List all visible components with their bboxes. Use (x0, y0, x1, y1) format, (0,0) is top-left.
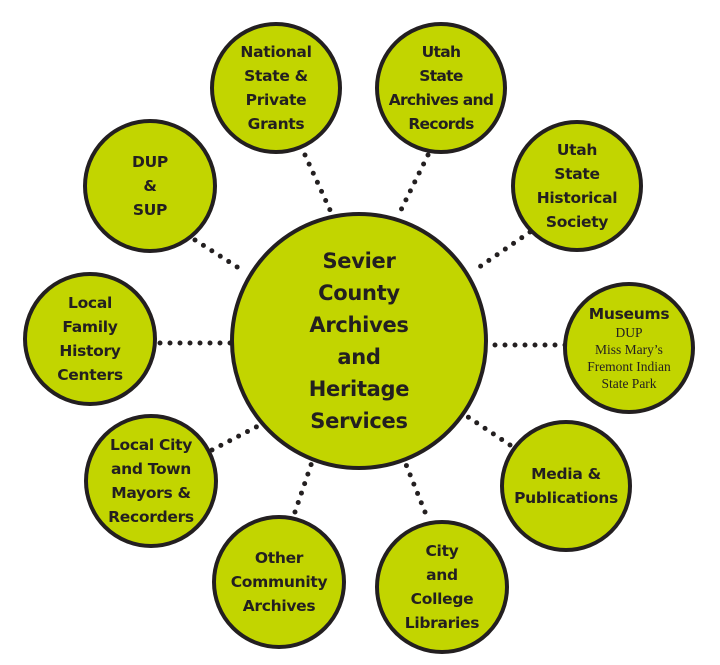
node-mayors: Local City and Town Mayors & Recorders (84, 414, 218, 548)
node-title: Media & Publications (514, 465, 618, 507)
node-title: Museums (588, 305, 670, 323)
node-title: Local Family History Centers (57, 294, 123, 384)
node-libraries: City and College Libraries (375, 520, 509, 654)
node-museums: Museums DUP Miss Mary’s Fremont Indian S… (563, 282, 695, 414)
node-community-archives: Other Community Archives (212, 515, 346, 649)
node-title: Utah State Archives and Records (388, 43, 494, 133)
center-node-sevier-county-archives: Sevier County Archives and Heritage Serv… (230, 212, 488, 470)
node-grants: National State & Private Grants (210, 22, 342, 154)
node-title: Utah State Historical Society (536, 141, 618, 231)
center-node-title: Sevier County Archives and Heritage Serv… (308, 249, 410, 433)
node-subtitle: DUP Miss Mary’s Fremont Indian State Par… (587, 325, 671, 391)
node-dup-sup: DUP & SUP (83, 119, 217, 253)
node-media: Media & Publications (500, 420, 632, 552)
node-title: City and College Libraries (404, 542, 480, 632)
node-title: Other Community Archives (230, 549, 328, 615)
node-title: Local City and Town Mayors & Recorders (108, 436, 194, 526)
node-title: National State & Private Grants (240, 43, 312, 133)
node-title: DUP & SUP (132, 153, 168, 219)
node-family-history: Local Family History Centers (23, 272, 157, 406)
node-historical-society: Utah State Historical Society (511, 120, 643, 252)
node-state-archives: Utah State Archives and Records (375, 22, 507, 154)
